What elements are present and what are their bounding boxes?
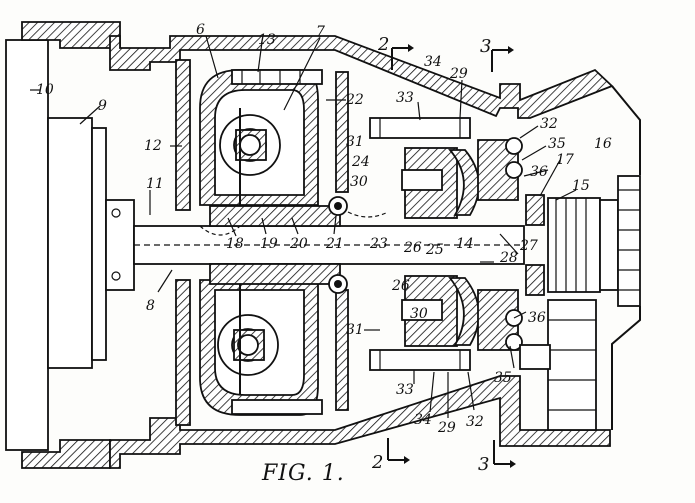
numeral-36-upper: 36 [530,164,548,180]
rear-case [611,85,641,430]
section-2-bottom: 2 [371,452,383,473]
engine-housing [5,21,121,469]
fluid-coupling-lower [199,279,323,416]
numeral-26-lower: 26 [391,278,410,294]
numeral-24: 24 [351,154,370,170]
numeral-10: 10 [36,82,54,98]
leader-lines [30,35,577,418]
section-3-top: 3 [480,36,491,57]
numeral-35-lower: 35 [494,370,512,386]
numeral-33-upper: 33 [396,90,414,106]
numeral-13: 13 [258,32,276,48]
numeral-14: 14 [456,236,474,252]
numeral-29-upper: 29 [449,66,468,82]
numeral-33-lower: 33 [396,382,414,398]
numeral-6: 6 [196,22,205,38]
section-3-bottom: 3 [478,454,489,475]
numeral-23: 23 [369,236,388,252]
figure-caption: FIG. 1. [261,461,345,486]
output-gear [519,175,641,431]
numeral-17: 17 [556,152,574,168]
numeral-19: 19 [260,236,278,252]
numeral-27: 27 [519,238,538,254]
numeral-15: 15 [572,178,590,194]
numeral-16: 16 [594,136,612,152]
planetary-gearset-lower [369,264,545,371]
numeral-29-lower: 29 [437,420,456,436]
numeral-35-upper: 35 [548,136,566,152]
numeral-32-upper: 32 [540,116,558,132]
numeral-36-lower: 36 [528,310,546,326]
planetary-gearset-upper [369,117,545,226]
numeral-22: 22 [345,92,364,108]
section-2-top: 2 [377,34,389,55]
numeral-28: 28 [499,250,518,266]
numeral-11: 11 [146,176,164,192]
numeral-26-upper: 26 [403,240,422,256]
section-markers [387,44,516,468]
numeral-34-upper: 34 [424,54,442,70]
numeral-12: 12 [144,138,162,154]
flywheel [47,117,135,369]
numeral-31-lower: 31 [346,322,364,338]
numeral-9: 9 [98,98,107,114]
numeral-20: 20 [289,236,308,252]
numeral-30-upper: 30 [350,174,368,190]
fluid-coupling-upper [199,69,323,206]
upper-housing-wall [109,35,614,119]
numeral-25: 25 [425,242,444,258]
numeral-8: 8 [146,298,155,314]
numeral-18: 18 [226,236,244,252]
numeral-21: 21 [325,236,344,252]
numeral-7: 7 [316,24,325,40]
numeral-30-lower: 30 [410,306,428,322]
numeral-31-upper: 31 [346,134,364,150]
numeral-32-lower: 32 [466,414,484,430]
numeral-34-lower: 34 [414,412,432,428]
reference-numerals: 10 9 11 8 12 6 13 7 18 19 20 21 22 23 24… [36,22,612,475]
main-shaft [133,196,525,294]
